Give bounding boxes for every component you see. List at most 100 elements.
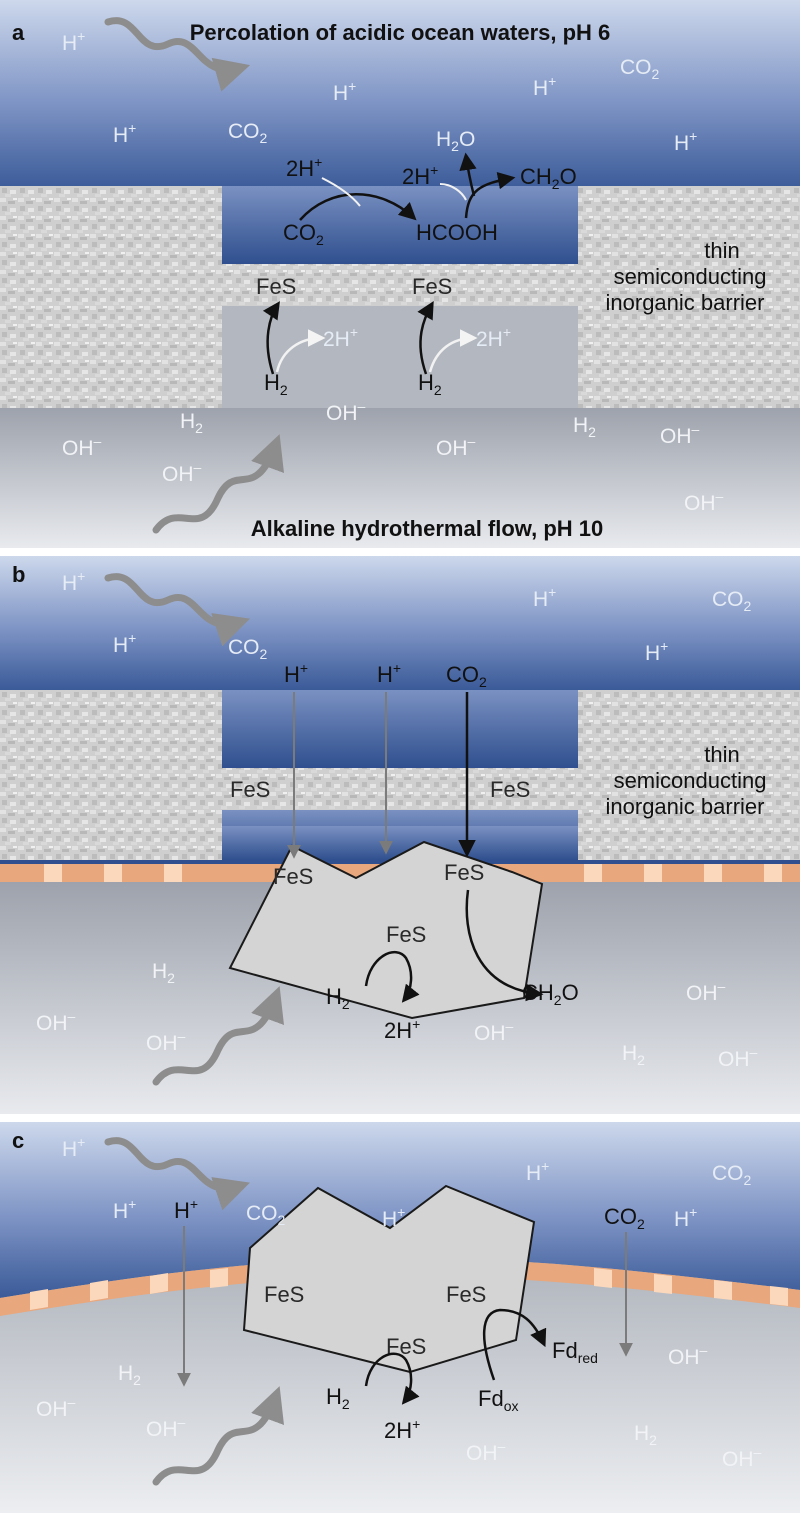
reaction-arrow xyxy=(483,1308,547,1381)
ion-h-plus: H+ xyxy=(526,1158,549,1185)
top-heading: Percolation of acidic ocean waters, pH 6 xyxy=(190,20,611,45)
alkaline-flow-wave xyxy=(152,434,284,534)
panel-divider xyxy=(0,1114,800,1122)
fes-label: FeS xyxy=(256,274,296,299)
ion-oh: OH– xyxy=(146,1414,186,1441)
ch2o-label: CH2O xyxy=(522,980,579,1008)
two-h-plus-label: 2H+ xyxy=(402,162,438,189)
h2o-label: H2O xyxy=(436,128,475,154)
co2-label: CO2 xyxy=(446,662,487,690)
co2-label: CO2 xyxy=(283,220,324,248)
fes-cluster xyxy=(242,1184,536,1374)
ion-oh: OH– xyxy=(684,488,724,515)
rock-barrier-right xyxy=(578,186,800,408)
alkaline-flow-wave xyxy=(152,1386,284,1486)
panel-c: c H+ H+ H+ H+ CO2 CO2 H+ CO2 H+ FeS FeS … xyxy=(0,1122,800,1513)
barrier-label: thin xyxy=(704,742,739,767)
fd-ox-label: Fdox xyxy=(478,1386,518,1414)
ion-h-plus: H+ xyxy=(674,1204,697,1231)
ion-co2: CO2 xyxy=(228,636,268,662)
ion-oh: OH– xyxy=(36,1008,76,1035)
h-plus-label: H+ xyxy=(284,660,308,687)
channel-vent xyxy=(222,306,578,408)
ocean-region xyxy=(0,1122,800,1298)
ion-h-plus: H+ xyxy=(113,1196,136,1223)
h2-label: H2 xyxy=(326,984,350,1012)
fd-red-label: Fdred xyxy=(552,1338,598,1366)
ion-h-plus: H+ xyxy=(382,1204,405,1231)
semiconducting-layer xyxy=(222,768,578,810)
fes-label: FeS xyxy=(273,864,313,889)
barrier-label: semiconducting xyxy=(614,264,767,289)
fes-label: FeS xyxy=(444,860,484,885)
h2-label: H2 xyxy=(264,370,288,398)
reaction-arrow xyxy=(321,177,361,207)
fes-label: FeS xyxy=(490,777,530,802)
reaction-arrow xyxy=(262,301,280,375)
alkaline-flow-wave xyxy=(152,986,284,1086)
ion-h2: H2 xyxy=(622,1042,645,1068)
ion-co2: CO2 xyxy=(712,588,752,614)
ion-oh: OH– xyxy=(668,1342,708,1369)
fes-label: FeS xyxy=(412,274,452,299)
fes-label: FeS xyxy=(230,777,270,802)
ion-oh: OH– xyxy=(162,459,202,486)
ion-oh: OH– xyxy=(146,1028,186,1055)
panel-a: a Percolation of acidic ocean waters, pH… xyxy=(0,0,800,548)
reaction-arrow xyxy=(299,193,417,221)
h-plus-label: H+ xyxy=(377,660,401,687)
channel-ocean-lower xyxy=(222,810,578,826)
ion-h-plus: H+ xyxy=(645,638,668,665)
h2-label: H2 xyxy=(326,1384,350,1412)
fes-label: FeS xyxy=(386,1334,426,1359)
panel-letter-b: b xyxy=(12,562,25,587)
barrier-label: thin xyxy=(704,238,739,263)
ion-oh: OH– xyxy=(36,1394,76,1421)
reaction-arrow xyxy=(417,300,434,375)
ion-co2: CO2 xyxy=(712,1162,752,1188)
semiconducting-layer xyxy=(222,264,578,306)
acid-flow-wave xyxy=(104,573,250,647)
ion-h2: H2 xyxy=(152,960,175,986)
panel-letter-a: a xyxy=(12,20,25,45)
two-h-plus-label: 2H+ xyxy=(286,154,322,181)
rock-barrier-left xyxy=(0,186,222,408)
reaction-arrow xyxy=(439,183,467,201)
ion-h2: H2 xyxy=(118,1362,141,1388)
ion-oh: OH– xyxy=(474,1018,514,1045)
ion-oh: OH– xyxy=(718,1044,758,1071)
ion-co2: CO2 xyxy=(228,120,268,146)
channel-ocean xyxy=(222,690,578,768)
membrane-pores xyxy=(30,1268,788,1310)
two-h-plus-label: 2H+ xyxy=(476,324,511,351)
bottom-heading: Alkaline hydrothermal flow, pH 10 xyxy=(251,516,603,541)
reaction-arrow xyxy=(364,951,420,1003)
co2-label: CO2 xyxy=(604,1204,645,1232)
ch2o-label: CH2O xyxy=(520,164,577,192)
rock-barrier-left xyxy=(0,690,222,826)
ion-h-plus: H+ xyxy=(674,128,697,155)
reaction-arrow xyxy=(428,329,478,373)
barrier-label: inorganic barrier xyxy=(606,794,765,819)
panel-letter-c: c xyxy=(12,1128,24,1153)
ion-h-plus: H+ xyxy=(113,120,136,147)
barrier-label: inorganic barrier xyxy=(606,290,765,315)
rock-barrier-right xyxy=(578,690,800,826)
fes-label: FeS xyxy=(386,922,426,947)
ion-h-plus: H+ xyxy=(62,1134,85,1161)
ion-oh: OH– xyxy=(660,421,700,448)
reaction-arrow xyxy=(465,889,544,1002)
barrier-label: semiconducting xyxy=(614,768,767,793)
ion-h-plus: H+ xyxy=(62,568,85,595)
panel-b-content: b H+ H+ H+ H+ CO2 CO2 H+ H+ CO2 FeS FeS … xyxy=(0,562,800,1114)
channel-ocean xyxy=(222,186,578,264)
acid-flow-wave xyxy=(104,1137,250,1211)
ion-oh: OH– xyxy=(686,978,726,1005)
ion-h-plus: H+ xyxy=(113,630,136,657)
ion-co2: CO2 xyxy=(246,1202,286,1228)
h-plus-label: H+ xyxy=(174,1196,198,1223)
two-h-plus-label: 2H+ xyxy=(384,1416,420,1443)
ion-h2: H2 xyxy=(180,410,203,436)
two-h-plus-label: 2H+ xyxy=(384,1016,420,1043)
